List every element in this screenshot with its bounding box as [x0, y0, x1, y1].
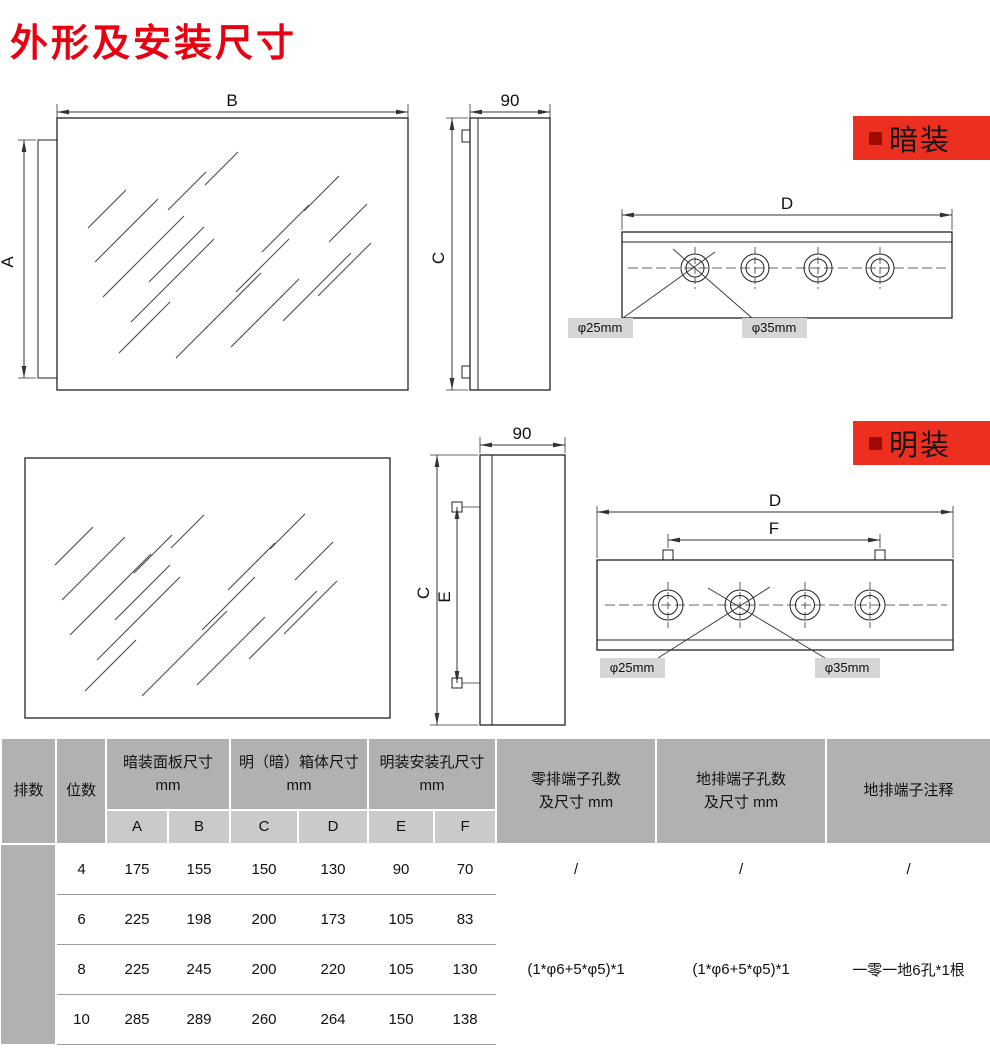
dim-label-depth-90: 90	[501, 91, 520, 110]
header-rows: 排数	[0, 737, 57, 845]
surface-badge: 明装	[853, 421, 990, 465]
cell-a: 225	[106, 894, 168, 945]
surface-front-view	[24, 457, 391, 719]
header-ground-bar: 地排端子孔数 及尺寸 mm	[655, 737, 828, 845]
cell-positions: 10	[56, 994, 106, 1045]
concealed-badge: 暗装	[853, 116, 990, 160]
badge-square-icon	[869, 131, 882, 145]
cell-c: 150	[230, 844, 299, 895]
cell-d: 220	[298, 944, 369, 995]
mounting-tab-right	[874, 549, 886, 561]
dim-label-b: B	[226, 91, 237, 110]
cell-b: 245	[168, 944, 231, 995]
cell-b: 198	[168, 894, 231, 945]
cell-ground-bar: /	[656, 844, 827, 894]
header-box-size: 明（暗）箱体尺寸 mm	[229, 737, 370, 811]
badge-label: 明装	[889, 430, 952, 462]
spec-table: 排数 位数 暗装面板尺寸 mm 明（暗）箱体尺寸 mm 明装安装孔尺寸 mm 零…	[0, 737, 990, 1045]
box-front-flange	[37, 139, 58, 379]
concealed-side-view: 90 C	[429, 91, 551, 391]
table-row: 10 285 289 260 264 150 138	[1, 994, 990, 1045]
surface-knockout-view: D F φ25mm φ35mm	[596, 491, 954, 678]
cell-f: 70	[434, 844, 497, 895]
box-front-outline	[56, 117, 409, 391]
subheader-c: C	[229, 809, 300, 845]
cell-e: 150	[368, 994, 435, 1045]
box-side-outline	[479, 454, 566, 726]
subheader-a: A	[105, 809, 169, 845]
subheader-e: E	[367, 809, 436, 845]
subheader-d: D	[297, 809, 370, 845]
dim-label-e: E	[435, 591, 454, 602]
box-front-outline	[24, 457, 391, 719]
glass-hatch-pattern	[87, 151, 372, 359]
knockout-holes	[652, 582, 886, 628]
cell-a: 285	[106, 994, 168, 1045]
cell-e: 90	[368, 844, 435, 895]
header-ground-note: 地排端子注释	[825, 737, 990, 845]
header-positions: 位数	[55, 737, 107, 845]
header-zero-bar: 零排端子孔数 及尺寸 mm	[495, 737, 658, 845]
hole-label-25: φ25mm	[578, 320, 623, 335]
concealed-knockout-view: D φ25mm φ35mm	[568, 194, 953, 338]
cell-a: 225	[106, 944, 168, 995]
flange-tab-top	[461, 129, 471, 143]
cell-f: 83	[434, 894, 497, 945]
badge-label: 暗装	[889, 125, 952, 157]
cell-c: 260	[230, 994, 299, 1045]
knockout-bar-outline	[621, 231, 953, 319]
cell-f: 130	[434, 944, 497, 995]
box-side-outline	[469, 117, 551, 391]
dim-label-c: C	[429, 252, 448, 264]
hole-label-35: φ35mm	[825, 660, 870, 675]
knockout-holes	[680, 247, 895, 289]
header-surface-holes: 明装安装孔尺寸 mm	[367, 737, 498, 811]
cell-d: 130	[298, 844, 369, 895]
cell-ground-note-merged: 一零一地6孔*1根	[826, 894, 990, 1044]
concealed-front-view: B A	[0, 91, 409, 391]
cell-zero-bar-merged: (1*φ6+5*φ5)*1	[496, 894, 657, 1044]
dim-label-d: D	[769, 491, 781, 510]
surface-side-view: 90 C E	[414, 424, 566, 726]
subheader-f: F	[433, 809, 498, 845]
cell-ground-note: /	[826, 844, 990, 894]
cell-d: 173	[298, 894, 369, 945]
cell-e: 105	[368, 944, 435, 995]
page-title: 外形及安装尺寸	[10, 23, 298, 65]
cell-positions: 8	[56, 944, 106, 995]
cell-c: 200	[230, 894, 299, 945]
dim-label-depth-90: 90	[513, 424, 532, 443]
cell-c: 200	[230, 944, 299, 995]
header-concealed-panel: 暗装面板尺寸 mm	[104, 737, 232, 811]
hole-label-25: φ25mm	[610, 660, 655, 675]
mounting-bar-outline	[596, 559, 954, 651]
dim-label-f: F	[769, 519, 779, 538]
cell-ground-bar-merged: (1*φ6+5*φ5)*1	[656, 894, 827, 1044]
cell-d: 264	[298, 994, 369, 1045]
mounting-tab-left	[662, 549, 674, 561]
cell-b: 155	[168, 844, 231, 895]
cell-a: 175	[106, 844, 168, 895]
table-row: 6 225 198 200 173 105 83 (1*φ6+5*φ5)*1 (…	[1, 894, 990, 1044]
cell-b: 289	[168, 994, 231, 1045]
dim-label-a: A	[0, 256, 17, 268]
cell-zero-bar: /	[496, 844, 657, 894]
subheader-b: B	[166, 809, 232, 845]
dim-label-c: C	[414, 587, 433, 599]
flange-tab-bottom	[461, 365, 471, 379]
glass-hatch-pattern	[54, 513, 338, 697]
table-row: 4 175 155 150 130 90 70 / / /	[1, 844, 990, 1044]
rows-column-block	[1, 844, 57, 1044]
cell-e: 105	[368, 894, 435, 945]
cell-positions: 4	[56, 844, 106, 895]
cell-f: 138	[434, 994, 497, 1045]
hole-label-35: φ35mm	[752, 320, 797, 335]
table-row: 8 225 245 200 220 105 130	[1, 944, 990, 995]
cell-positions: 6	[56, 894, 106, 945]
dim-label-d: D	[781, 194, 793, 213]
badge-square-icon	[869, 436, 882, 450]
